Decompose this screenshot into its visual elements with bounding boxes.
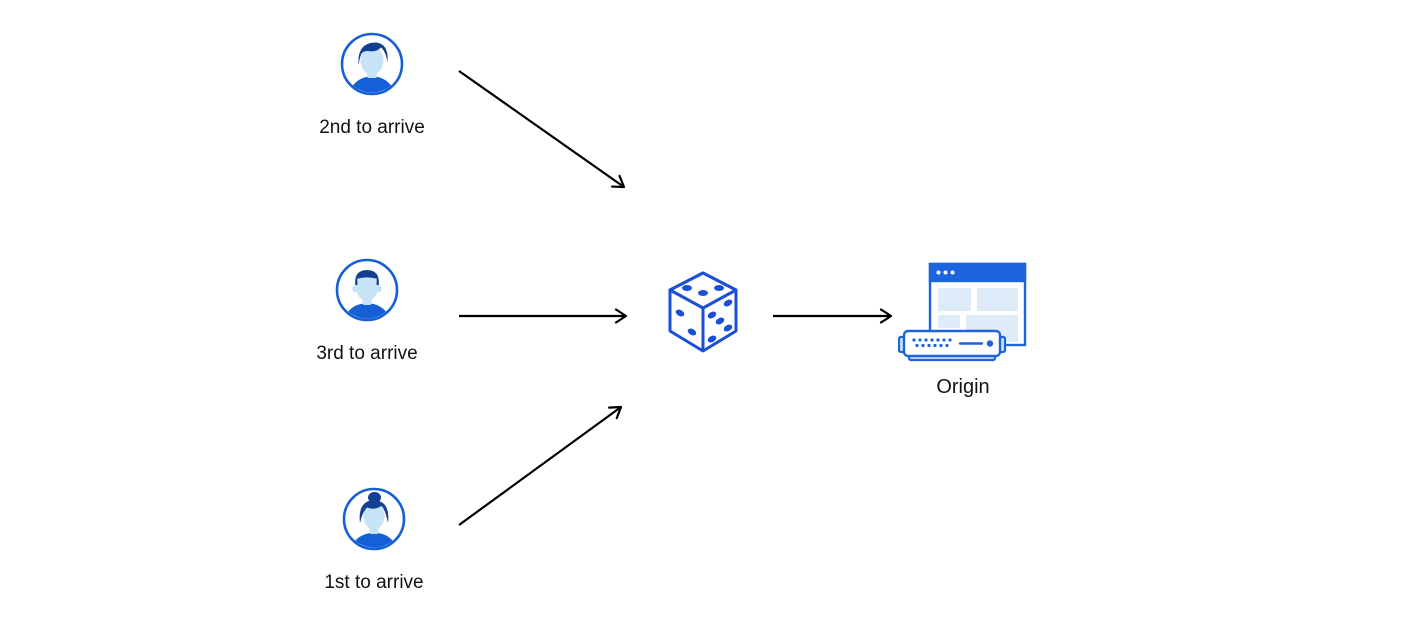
- node-origin: Origin: [898, 262, 1028, 399]
- node-user-2nd: 2nd to arrive: [300, 32, 444, 139]
- dice-icon: [668, 271, 738, 353]
- avatar-woman-bun-icon: [342, 487, 406, 551]
- avatar-man-swoosh-hair-icon: [340, 32, 404, 96]
- origin-label: Origin: [936, 376, 990, 398]
- origin-server-icon: [898, 262, 1027, 362]
- server-icon: [898, 329, 1007, 362]
- user-3rd-label: 3rd to arrive: [316, 343, 418, 364]
- node-randomizer: [667, 270, 739, 354]
- node-user-3rd: 3rd to arrive: [295, 258, 439, 365]
- arrow-user2-to-dice: [458, 70, 626, 189]
- avatar-man-flat-hair-icon: [335, 258, 399, 322]
- node-user-1st: 1st to arrive: [302, 487, 446, 594]
- browser-window-icon: [928, 262, 1027, 347]
- user-2nd-label: 2nd to arrive: [319, 117, 425, 138]
- arrow-user1-to-dice: [458, 405, 623, 526]
- user-1st-label: 1st to arrive: [324, 572, 424, 593]
